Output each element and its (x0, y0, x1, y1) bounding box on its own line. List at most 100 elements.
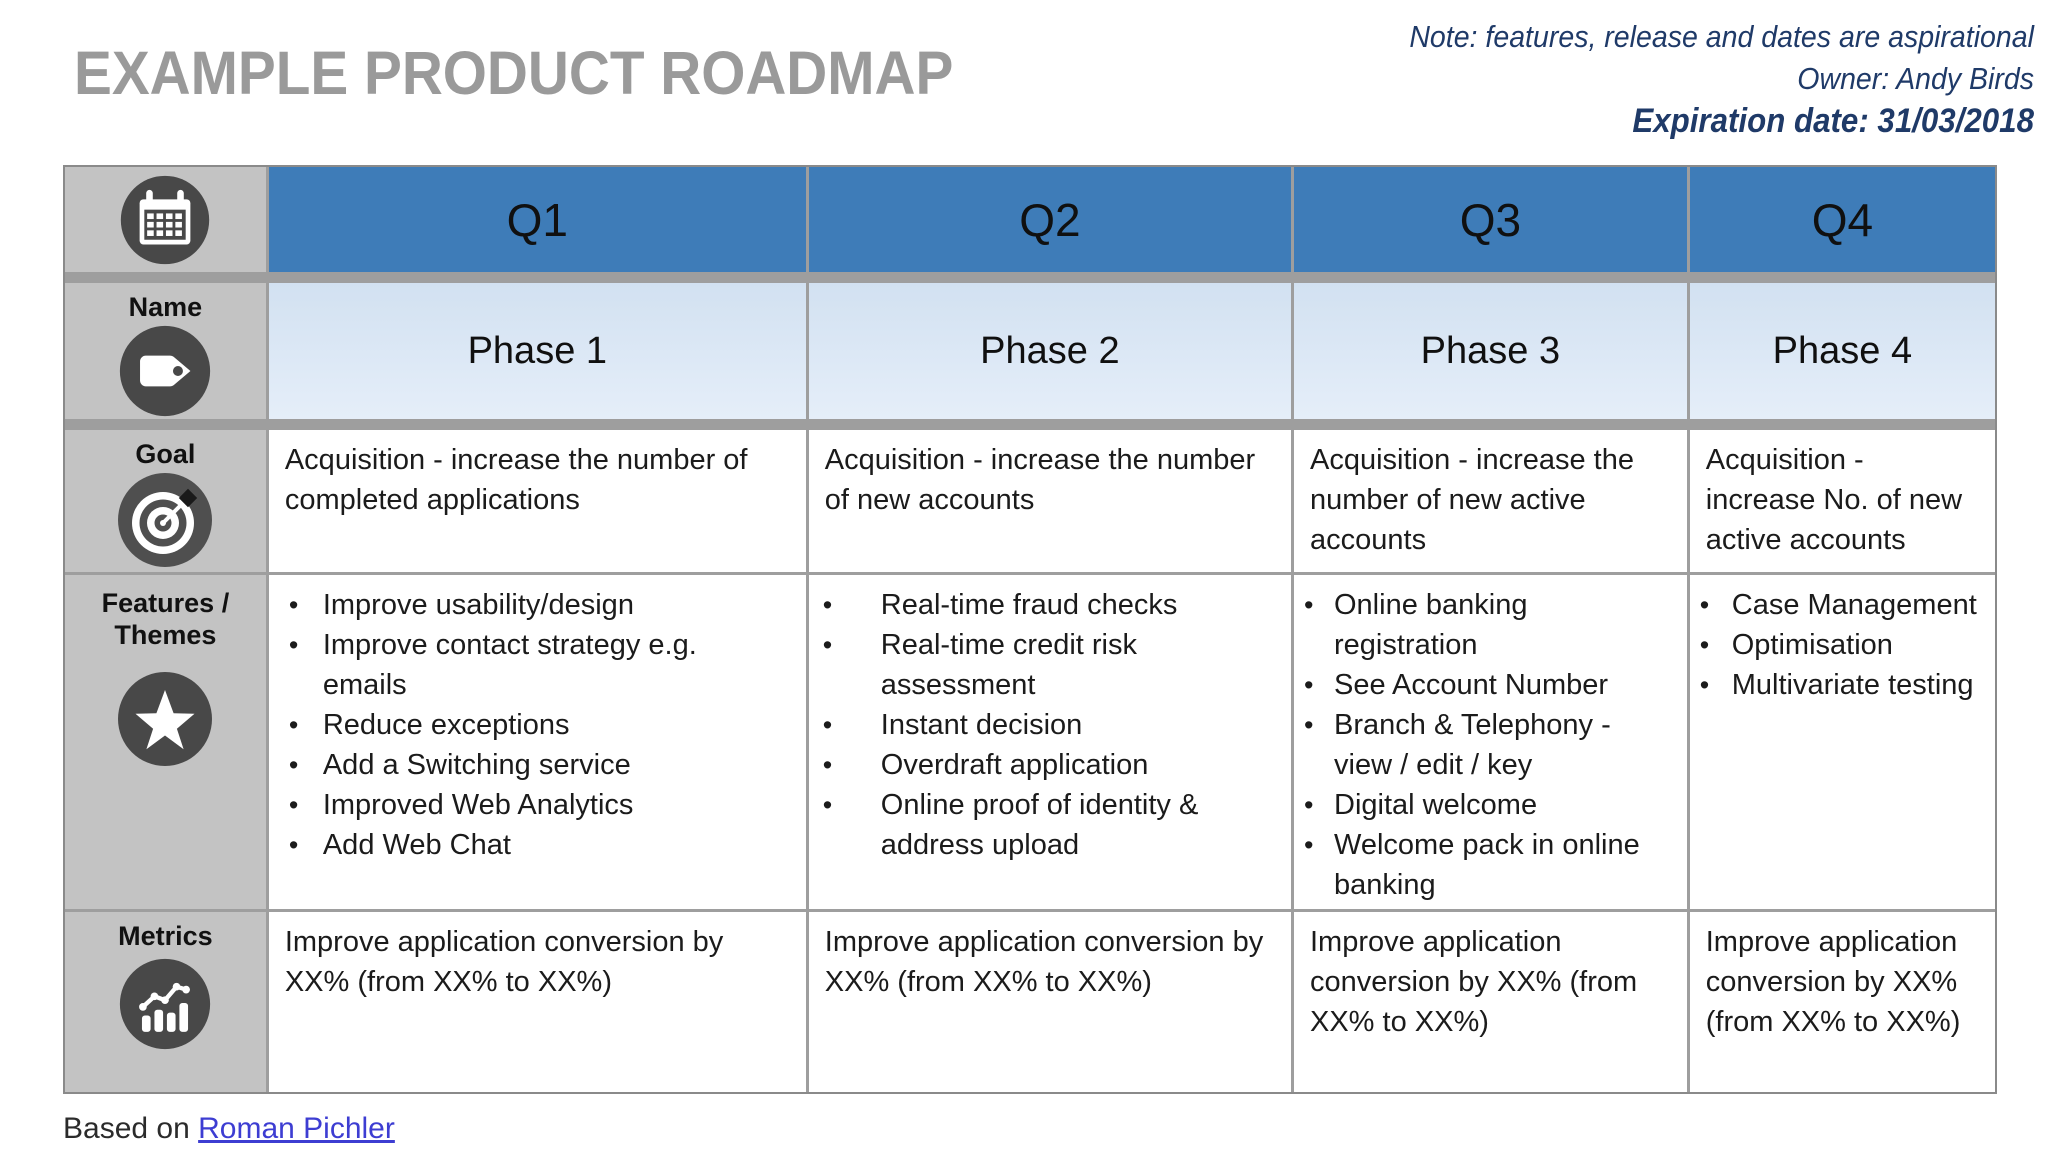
feature-item-text: Instant decision (880, 709, 1083, 741)
roadmap-table: Q1 Q2 Q3 Q4 Name Phase 1 Phase 2 Phase 3… (63, 165, 1997, 1094)
feature-item: • Improved Web Analytics (289, 785, 788, 825)
bullet-glyph: • (288, 710, 299, 740)
bullet-glyph: • (288, 750, 299, 780)
quarter-header-q1: Q1 (268, 167, 806, 272)
goal-cell-q1: Acquisition - increase the number of com… (268, 430, 806, 572)
goal-cell-q3: Acquisition - increase the number of new… (1294, 430, 1687, 572)
bullet-glyph: • (1304, 710, 1314, 740)
feature-item: • Multivariate testing (1700, 665, 1977, 705)
goal-cell-q4: Acquisition - increase No. of new active… (1689, 430, 1995, 572)
note-expiration: Expiration date: 31/03/2018 (1632, 102, 2034, 140)
features-cell-q1: • Improve usability/design • Improve contac… (268, 575, 806, 909)
page-title: EXAMPLE PRODUCT ROADMAP (74, 39, 954, 107)
feature-item-text: Overdraft application (880, 749, 1149, 781)
feature-item: • Online proof of identity & address uplo… (823, 785, 1273, 865)
bullet-glyph: • (822, 590, 833, 620)
feature-item: • Real-time credit risk assessment (823, 625, 1273, 705)
feature-item: • Improve usability/design (289, 585, 788, 625)
bullet-glyph: • (822, 790, 833, 820)
features-cell-q4: • Case Management • Optimisation • Multivaria… (1689, 575, 1995, 909)
row-label-name: Name (128, 292, 203, 322)
metrics-cell-q1: Improve application conversion by XX% (f… (268, 912, 806, 1092)
phase-cell-1: Phase 1 (268, 283, 806, 419)
bullet-glyph: • (822, 710, 833, 740)
roman-pichler-link[interactable]: Roman Pichler (198, 1112, 395, 1145)
feature-item-text: Online proof of identity & address uploa… (880, 789, 1199, 861)
attribution: Based on Roman Pichler (63, 1112, 395, 1146)
bullet-glyph: • (822, 750, 833, 780)
feature-item-text: Welcome pack in online banking (1334, 829, 1640, 901)
feature-item-text: See Account Number (1334, 669, 1609, 701)
row-divider (65, 275, 1995, 280)
feature-item-text: Online banking registration (1334, 589, 1528, 661)
feature-item-text: Real-time credit risk assessment (880, 629, 1137, 701)
feature-item: • Improve contact strategy e.g. emails (289, 625, 788, 705)
phase-cell-3: Phase 3 (1294, 283, 1687, 419)
bullet-glyph: • (288, 590, 299, 620)
row-header-goal: Goal (65, 430, 266, 572)
bullet-glyph: • (1304, 670, 1314, 700)
features-cell-q2: • Real-time fraud checks • Real-time credit… (808, 575, 1291, 909)
bullet-glyph: • (1699, 670, 1710, 700)
feature-item: •Add Web Chat (289, 825, 788, 865)
row-header-metrics: Metrics (65, 912, 266, 1092)
top-bar: EXAMPLE PRODUCT ROADMAP Note: features, … (0, 0, 2048, 160)
bullet-glyph: • (1304, 790, 1314, 820)
feature-item: • Real-time fraud checks (823, 585, 1273, 625)
row-divider (65, 422, 1995, 427)
bullet-glyph: • (1699, 590, 1710, 620)
quarter-header-q3: Q3 (1294, 167, 1687, 272)
bar-chart-icon (117, 956, 213, 1052)
target-icon (115, 470, 215, 570)
feature-item-text: Real-time fraud checks (880, 589, 1178, 621)
notes-block: Note: features, release and dates are as… (1409, 16, 2034, 142)
feature-item: • Optimisation (1700, 625, 1977, 665)
feature-item-text: Improve contact strategy e.g. emails (322, 629, 697, 701)
row-label-features: Features / Themes (101, 588, 230, 650)
feature-item: • Branch & Telephony - view / edit / key (1304, 705, 1669, 785)
feature-item: • Welcome pack in online banking (1304, 825, 1669, 905)
bullet-glyph: • (288, 790, 299, 820)
feature-item-text: Optimisation (1731, 629, 1893, 661)
quarter-header-q4: Q4 (1689, 167, 1995, 272)
feature-item: • Case Management (1700, 585, 1977, 625)
goal-cell-q2: Acquisition - increase the number of new… (808, 430, 1291, 572)
feature-item: •Online banking registration (1304, 585, 1669, 665)
row-header-timeline (65, 167, 266, 272)
feature-item-text: Reduce exceptions (322, 709, 570, 741)
star-icon (115, 669, 215, 769)
metrics-cell-q4: Improve application conversion by XX% (f… (1689, 912, 1995, 1092)
note-owner: Owner: Andy Birds (1797, 61, 2034, 96)
bullet-glyph: • (1304, 830, 1314, 860)
quarter-header-q2: Q2 (808, 167, 1291, 272)
note-aspirational: Note: features, release and dates are as… (1409, 19, 2034, 54)
feature-item: • Overdraft application (823, 745, 1273, 785)
feature-item: • Add a Switching service (289, 745, 788, 785)
calendar-icon (118, 173, 212, 267)
tag-icon (117, 323, 213, 419)
feature-item-text: Add Web Chat (322, 829, 511, 861)
row-label-metrics: Metrics (118, 921, 213, 951)
features-cell-q3: •Online banking registration•See Account… (1294, 575, 1687, 909)
feature-item: • See Account Number (1304, 665, 1669, 705)
bullet-glyph: • (288, 630, 299, 660)
row-header-features: Features / Themes (65, 575, 266, 909)
row-label-goal: Goal (135, 439, 196, 469)
feature-item-text: Digital welcome (1334, 789, 1538, 821)
feature-item: • Instant decision (823, 705, 1273, 745)
bullet-glyph: • (1699, 630, 1710, 660)
row-header-name: Name (65, 283, 266, 419)
feature-item-text: Branch & Telephony - view / edit / key (1334, 709, 1611, 781)
metrics-cell-q3: Improve application conversion by XX% (f… (1294, 912, 1687, 1092)
feature-item-text: Improved Web Analytics (322, 789, 634, 821)
feature-item: • Digital welcome (1304, 785, 1669, 825)
feature-item-text: Case Management (1731, 589, 1977, 621)
metrics-cell-q2: Improve application conversion by XX% (f… (808, 912, 1291, 1092)
feature-item-text: Add a Switching service (322, 749, 631, 781)
feature-item-text: Multivariate testing (1731, 669, 1974, 701)
phase-cell-4: Phase 4 (1689, 283, 1995, 419)
feature-item-text: Improve usability/design (322, 589, 634, 621)
feature-item: • Reduce exceptions (289, 705, 788, 745)
attribution-prefix: Based on (63, 1112, 199, 1145)
bullet-glyph: • (822, 630, 833, 660)
